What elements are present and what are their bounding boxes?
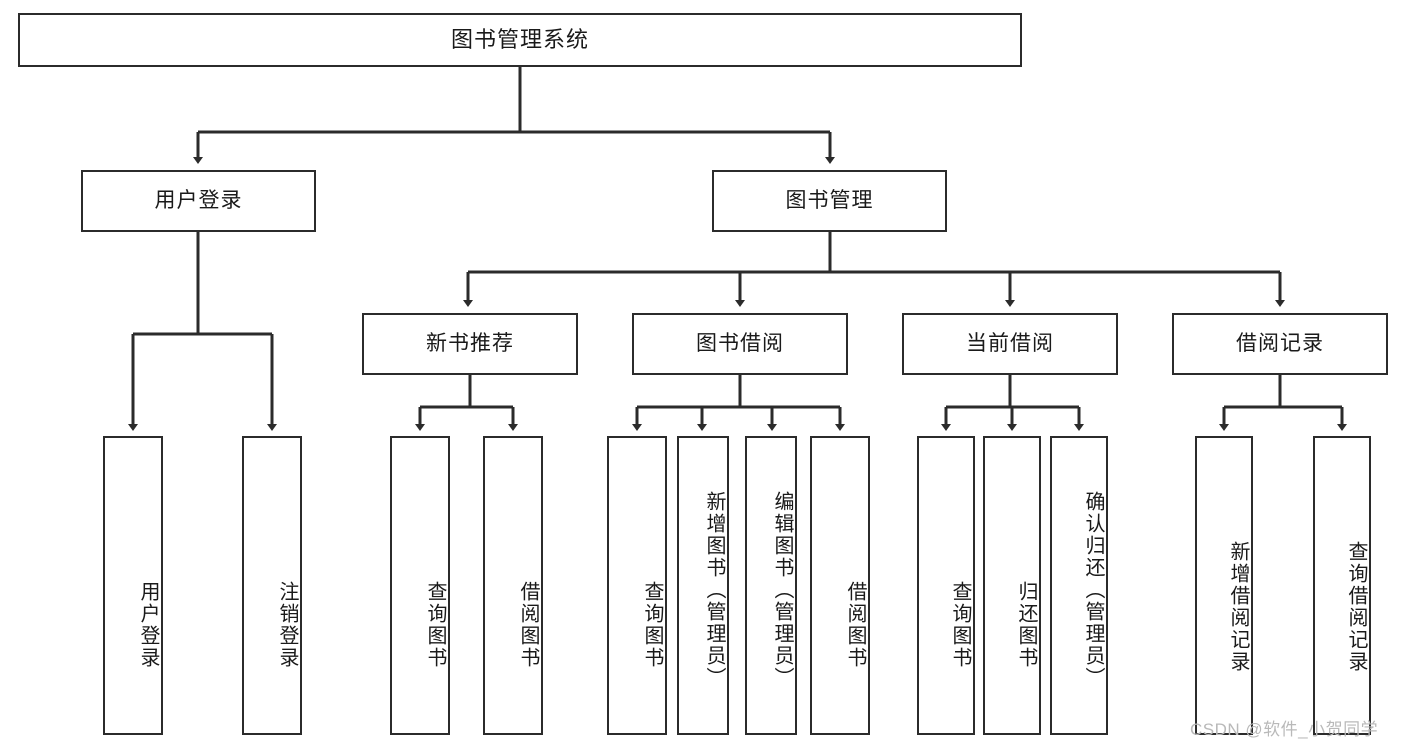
leaf-borrow-edit-book-admin[interactable]: 编辑图书（管理员）	[745, 436, 797, 735]
leaf-user-logout[interactable]: 注销登录	[242, 436, 302, 735]
leaf-user-login[interactable]: 用户登录	[103, 436, 163, 735]
node-label: 查询图书	[949, 580, 971, 669]
node-label: 图书管理	[785, 189, 874, 213]
leaf-borrow-borrow-book[interactable]: 借阅图书	[810, 436, 870, 735]
node-label: 用户登录	[137, 580, 159, 669]
node-label: 借阅图书	[844, 580, 866, 669]
node-label: 新增图书（管理员）	[703, 490, 725, 689]
node-label: 新增借阅记录	[1227, 540, 1249, 673]
node-borrow-record[interactable]: 借阅记录	[1172, 313, 1388, 375]
node-book-management[interactable]: 图书管理	[712, 170, 947, 232]
leaf-current-return-book[interactable]: 归还图书	[983, 436, 1041, 735]
node-label: 图书管理系统	[450, 26, 589, 52]
node-label: 查询借阅记录	[1345, 540, 1367, 673]
leaf-recommend-borrow-book[interactable]: 借阅图书	[483, 436, 543, 735]
leaf-borrow-add-book-admin[interactable]: 新增图书（管理员）	[677, 436, 729, 735]
node-new-book-recommend[interactable]: 新书推荐	[362, 313, 578, 375]
node-user-login[interactable]: 用户登录	[81, 170, 316, 232]
node-label: 用户登录	[154, 189, 243, 213]
leaf-current-confirm-return-admin[interactable]: 确认归还（管理员）	[1050, 436, 1108, 735]
leaf-borrow-query-book[interactable]: 查询图书	[607, 436, 667, 735]
leaf-record-query-borrow-record[interactable]: 查询借阅记录	[1313, 436, 1371, 735]
node-label: 归还图书	[1015, 580, 1037, 669]
node-label: 查询图书	[424, 580, 446, 669]
node-label: 确认归还（管理员）	[1082, 490, 1104, 689]
node-label: 新书推荐	[426, 332, 514, 356]
node-label: 编辑图书（管理员）	[771, 490, 793, 689]
node-book-borrow[interactable]: 图书借阅	[632, 313, 848, 375]
node-current-borrow[interactable]: 当前借阅	[902, 313, 1118, 375]
leaf-record-add-borrow-record[interactable]: 新增借阅记录	[1195, 436, 1253, 735]
csdn-watermark: CSDN @软件_小贺同学	[1190, 720, 1379, 739]
node-label: 当前借阅	[966, 332, 1054, 356]
leaf-recommend-query-book[interactable]: 查询图书	[390, 436, 450, 735]
node-label: 借阅记录	[1236, 332, 1324, 356]
node-label: 注销登录	[276, 580, 298, 669]
node-label: 图书借阅	[696, 332, 784, 356]
node-label: 查询图书	[641, 580, 663, 669]
leaf-current-query-book[interactable]: 查询图书	[917, 436, 975, 735]
node-root-system[interactable]: 图书管理系统	[18, 13, 1022, 67]
node-label: 借阅图书	[517, 580, 539, 669]
